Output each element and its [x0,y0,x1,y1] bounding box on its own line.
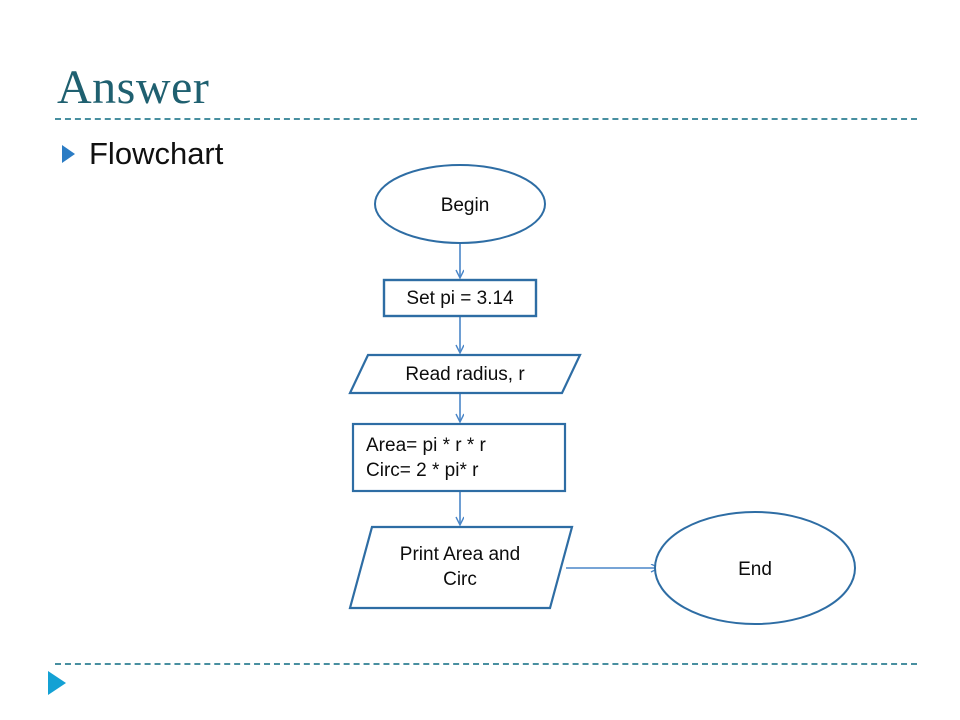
title-divider-top [55,118,917,120]
triangle-bullet-icon [62,145,75,163]
bullet-item-label: Flowchart [89,136,224,171]
flow-node-setpi[interactable] [382,278,538,318]
flow-node-print[interactable] [348,525,574,610]
page-title: Answer [57,61,210,114]
flow-node-read[interactable] [348,353,582,395]
flow-node-end[interactable] [654,511,856,625]
footer-divider-bottom [55,663,917,665]
bullet-item-flowchart: Flowchart [62,136,223,172]
footer-triangle-icon [48,671,66,695]
flow-node-calc[interactable] [351,422,567,493]
flow-node-begin[interactable] [374,164,546,244]
